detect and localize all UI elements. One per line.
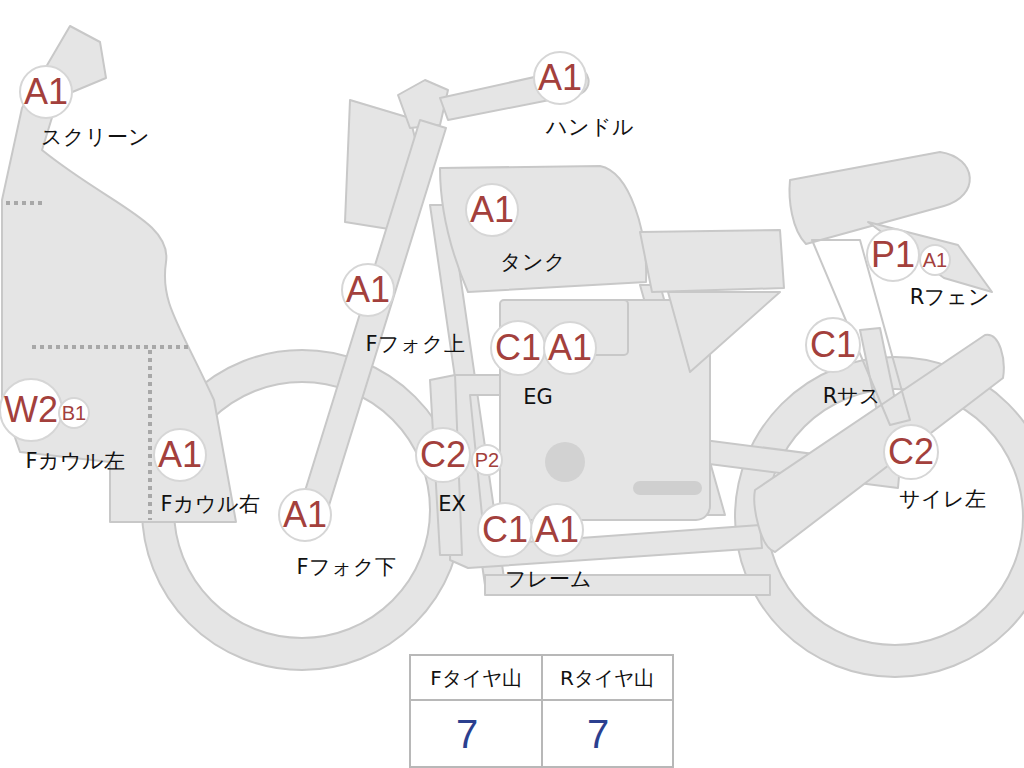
part-label: Fカウル左	[25, 450, 124, 473]
damage-code: A1	[470, 192, 514, 228]
damage-code-circle: A1	[533, 51, 587, 105]
damage-code: C2	[420, 437, 466, 473]
damage-code-circle: C2	[883, 424, 939, 480]
damage-code-circle: P1	[866, 228, 920, 282]
damage-code: C2	[888, 434, 934, 470]
damage-code-circle: A1	[19, 65, 73, 119]
damage-code: A1	[538, 60, 582, 96]
damage-code: P1	[871, 237, 915, 273]
damage-code: B1	[62, 403, 86, 423]
damage-code: C1	[495, 330, 541, 366]
damage-code-circle: A1	[543, 321, 597, 375]
damage-code-circle: W2	[0, 378, 63, 442]
part-label: Fカウル右	[160, 493, 259, 516]
damage-code-circle: A1	[153, 428, 207, 482]
part-label: EG	[523, 386, 553, 409]
damage-code: W2	[4, 392, 58, 428]
part-label: フレーム	[505, 568, 592, 591]
damage-code: A1	[535, 512, 579, 548]
table-value: 7	[587, 712, 609, 756]
damage-code: A1	[158, 437, 202, 473]
damage-code: C1	[482, 512, 528, 548]
damage-code-circle: A1	[278, 488, 332, 542]
damage-code-circle: P2	[471, 444, 503, 476]
part-label: Fフォク上	[365, 333, 464, 356]
damage-code: A1	[24, 74, 68, 110]
damage-code-circle: C2	[415, 427, 471, 483]
table-header: Rタイヤ山	[560, 667, 654, 689]
damage-code: A1	[283, 497, 327, 533]
part-label: サイレ左	[899, 488, 986, 511]
part-label: Rフェン	[910, 286, 991, 309]
part-label: タンク	[500, 251, 566, 274]
damage-code: C1	[810, 327, 856, 363]
damage-code: A1	[923, 250, 947, 270]
damage-code-circle: C1	[477, 502, 533, 558]
part-label: EX	[438, 493, 466, 516]
part-label: ハンドル	[546, 116, 634, 139]
damage-code-circle: C1	[805, 317, 861, 373]
part-label: Rサス	[823, 385, 882, 408]
damage-code: A1	[346, 272, 390, 308]
damage-code: A1	[548, 330, 592, 366]
damage-code: P2	[475, 450, 499, 470]
table-header: Fタイヤ山	[430, 667, 522, 689]
damage-code-circle: A1	[341, 263, 395, 317]
part-label: スクリーン	[41, 126, 150, 149]
damage-code-circle: C1	[490, 320, 546, 376]
part-label: Fフォク下	[296, 556, 395, 579]
damage-code-circle: A1	[465, 183, 519, 237]
table-value: 7	[456, 712, 478, 756]
damage-code-circle: A1	[530, 503, 584, 557]
